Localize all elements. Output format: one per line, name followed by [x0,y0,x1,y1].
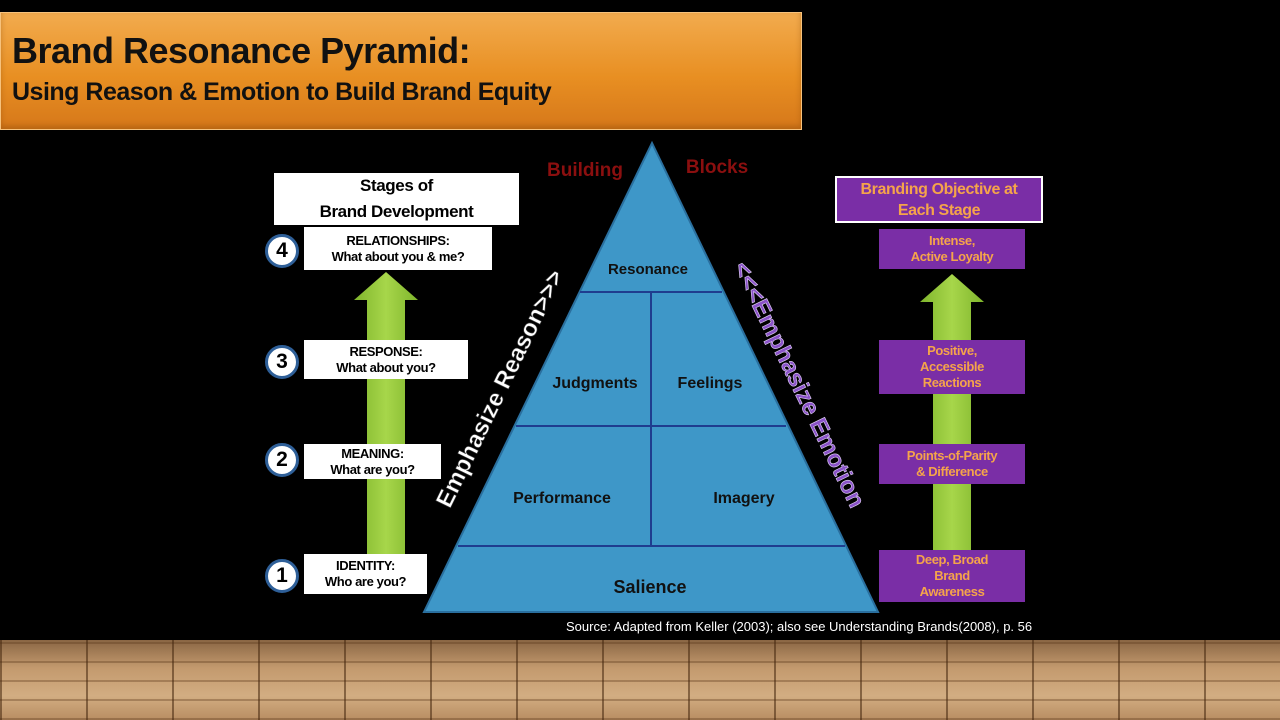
stage-label: RESPONSE: [349,343,423,359]
building-label: Building [547,160,623,181]
brand-pyramid: Resonance Judgments Feelings Performance… [422,140,880,613]
objectives-header-line1: Branding Objective at [860,180,1018,198]
wood-floor [0,640,1280,720]
stage-number-4: 4 [265,234,299,268]
stage-box-identity: IDENTITY: Who are you? [304,554,427,594]
objective-line: Intense, [929,233,975,248]
pyramid-feelings: Feelings [678,375,743,392]
pyramid-resonance: Resonance [608,261,688,278]
objective-line: Active Loyalty [910,249,994,264]
stage-question: What about you & me? [331,248,465,264]
pyramid-salience: Salience [613,577,686,597]
objective-parity: Points-of-Parity & Difference [879,444,1025,484]
stage-box-relationships: RELATIONSHIPS: What about you & me? [304,227,492,270]
stage-number-3: 3 [265,345,299,379]
objective-line: Awareness [919,584,985,599]
objectives-header-line2: Each Stage [897,201,981,219]
pyramid-performance: Performance [513,490,611,507]
objective-line: Points-of-Parity [906,448,998,463]
stages-header-line1: Stages of [360,176,433,195]
stage-question: What about you? [336,359,436,375]
stages-header-line2: Brand Development [319,202,474,221]
stage-label: IDENTITY: [336,558,395,573]
objective-loyalty: Intense, Active Loyalty [879,229,1025,269]
title-banner [0,12,802,130]
pyramid-judgments: Judgments [552,375,637,392]
objective-line: Accessible [920,359,984,374]
objective-line: Deep, Broad [915,552,989,567]
page-title: Brand Resonance Pyramid: [12,30,471,71]
page-subtitle: Using Reason & Emotion to Build Brand Eq… [12,78,552,106]
stage-number-2: 2 [265,443,299,477]
stage-question: What are you? [330,461,415,477]
stage-box-meaning: MEANING: What are you? [304,444,441,479]
objective-line: & Difference [916,464,988,479]
stage-label: MEANING: [341,445,404,461]
stage-box-response: RESPONSE: What about you? [304,340,468,379]
objective-line: Brand [934,568,970,583]
source-citation: Source: Adapted from Keller (2003); also… [566,619,1033,634]
pyramid-imagery: Imagery [713,490,774,507]
blocks-label: Blocks [686,157,748,178]
objective-line: Positive, [927,343,977,358]
objectives-header: Branding Objective at Each Stage [835,176,1043,223]
stage-question: Who are you? [324,574,407,589]
objective-awareness: Deep, Broad Brand Awareness [879,550,1025,602]
stage-number-1: 1 [265,559,299,593]
stage-label: RELATIONSHIPS: [346,232,450,248]
stages-header: Stages of Brand Development [274,173,519,225]
objective-line: Reactions [922,375,982,390]
objective-reactions: Positive, Accessible Reactions [879,340,1025,394]
